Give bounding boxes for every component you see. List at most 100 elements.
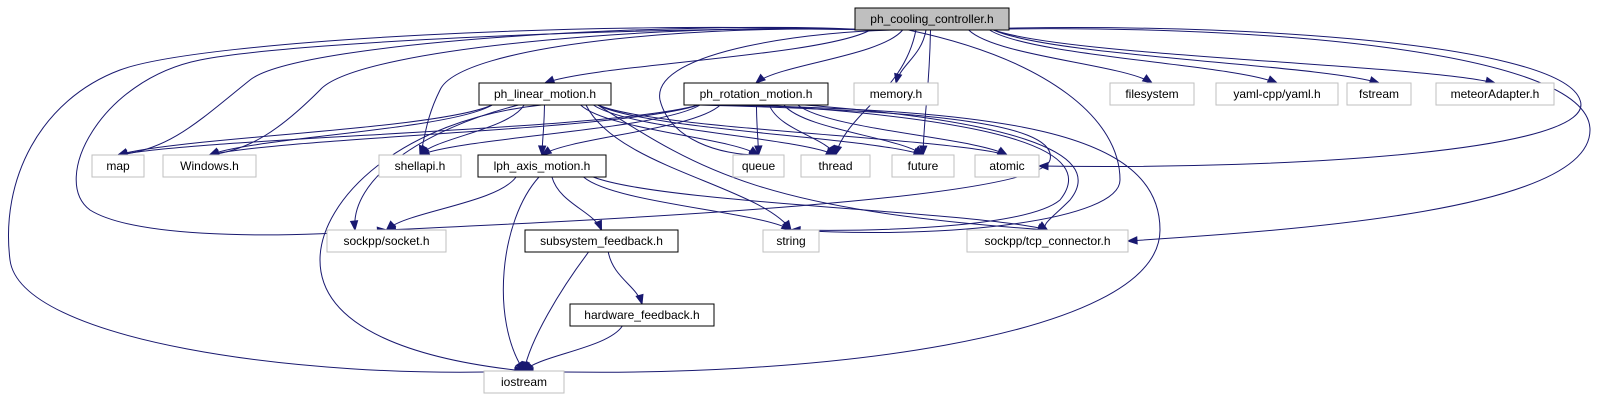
arrowhead-linear-queue [748,146,760,156]
edge-root-tcp [951,28,1591,242]
node-root[interactable]: ph_cooling_controller.h [854,7,1010,31]
node-box [800,154,871,178]
node-label: ph_linear_motion.h [494,87,596,101]
node-label: memory.h [870,87,922,101]
arrowhead-lph-socket [385,220,397,231]
node-label: atomic [989,159,1024,173]
edge-linear-queue [580,104,759,156]
edge-root-iostream [8,26,871,373]
node-yaml: yaml-cpp/yaml.h [1215,82,1339,106]
edge-root-atomic [944,27,1582,167]
arrowhead-root-tcp [1126,236,1138,245]
edge-lph-iostream [502,176,540,372]
arrowhead-rotation-thread [827,144,837,157]
node-linear[interactable]: ph_linear_motion.h [478,82,612,106]
node-fstream: fstream [1346,82,1412,106]
node-label: subsystem_feedback.h [540,234,663,248]
edge-linear-map [117,104,493,156]
edge-subsys-iostream [523,251,589,372]
arrowhead-lph-subsys [594,219,603,232]
node-label: future [908,159,939,173]
arrowhead-root-atomic [1037,161,1049,171]
node-label: queue [742,159,776,173]
edge-linear-tcp [597,104,1048,231]
edge-rotation-string [761,104,1070,231]
node-rotation[interactable]: ph_rotation_motion.h [683,82,829,106]
node-label: Windows.h [180,159,239,173]
edge-rotation-atomic [797,104,1008,156]
node-label: map [106,159,130,173]
edge-linear-thread [593,104,836,156]
arrowhead-hw-iostream [523,361,534,373]
graph-nodes: ph_cooling_controller.h ph_linear_motion.… [91,7,1555,394]
node-box [1109,82,1195,106]
node-box [1435,82,1555,106]
node-tcp: sockpp/tcp_connector.h [966,229,1129,253]
arrowhead-root-yaml [1266,75,1279,84]
node-label: sockpp/socket.h [343,234,429,248]
node-thread: thread [800,154,871,178]
node-label: sockpp/tcp_connector.h [984,234,1110,248]
edge-rotation-lph [541,104,721,156]
edge-root-yaml [989,29,1278,84]
node-lph[interactable]: lph_axis_motion.h [477,154,607,178]
edge-rotation-iostream [523,104,1161,373]
node-windows: Windows.h [162,154,257,178]
edge-hw-iostream [523,325,623,372]
arrowhead-root-rotation [754,73,766,84]
node-shellapi: shellapi.h [378,154,462,178]
edge-linear-windows [209,104,493,156]
node-box [478,82,612,106]
node-string: string [762,229,820,253]
node-label: string [776,234,805,248]
arrowhead-root-filesystem [1141,74,1154,84]
node-box [732,154,785,178]
node-label: ph_cooling_controller.h [870,12,993,26]
node-box [762,229,820,253]
edge-root-fstream [993,29,1380,84]
node-box [1346,82,1412,106]
node-box [891,154,955,178]
node-hw[interactable]: hardware_feedback.h [569,303,715,327]
node-box [162,154,257,178]
edge-lph-string [583,176,792,231]
node-label: iostream [501,375,547,389]
edge-root-socket [75,28,871,236]
node-meteor: meteorAdapter.h [1435,82,1555,106]
edge-lph-socket [386,176,517,231]
edge-root-linear [544,29,871,84]
node-label: fstream [1359,87,1399,101]
edge-rotation-windows [209,104,699,156]
node-queue: queue [732,154,785,178]
edge-lph-subsys [551,176,602,231]
node-subsys[interactable]: subsystem_feedback.h [524,229,679,253]
node-map: map [91,154,145,178]
node-box [378,154,462,178]
node-label: meteorAdapter.h [1451,87,1540,101]
arrowhead-rotation-queue [754,145,763,157]
node-box [569,303,715,327]
node-box [524,229,679,253]
arrowhead-root-linear [543,75,556,84]
arrowhead-rotation-future [913,145,925,156]
node-box [966,229,1129,253]
node-box [853,82,939,106]
edge-root-filesystem [968,29,1153,84]
arrowhead-linear-lph [537,145,547,157]
arrowhead-rotation-lph [540,146,553,156]
node-box [974,154,1040,178]
node-atomic: atomic [974,154,1040,178]
graph-edges [8,26,1591,376]
node-label: yaml-cpp/yaml.h [1233,87,1320,101]
edge-lph-tcp [593,176,1048,231]
arrowhead-linear-socket [349,220,359,232]
node-label: filesystem [1125,87,1178,101]
edge-root-rotation [755,29,904,84]
edge-linear-future [597,104,924,156]
node-memory: memory.h [853,82,939,106]
node-box [326,229,447,253]
edge-root-string [790,29,1121,234]
edge-root-shellapi [419,28,871,156]
node-label: ph_rotation_motion.h [700,87,813,101]
